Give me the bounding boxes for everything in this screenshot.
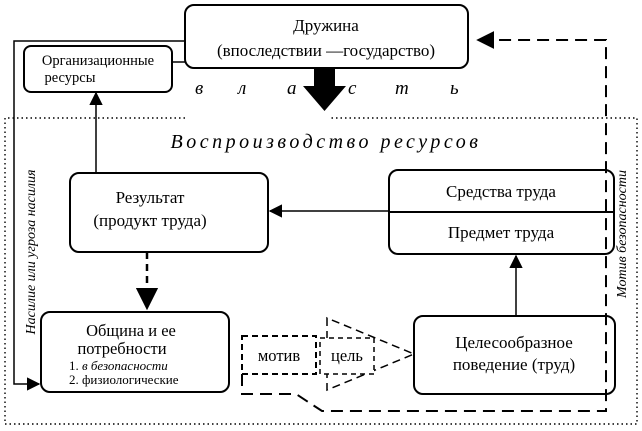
- result-title: Результат: [116, 188, 185, 207]
- violence-line: [13, 40, 185, 391]
- result-box: [69, 172, 269, 253]
- reproduction-frame: [4, 117, 638, 425]
- community-subtitle: потребности: [77, 339, 166, 358]
- druzhina-title: Дружина: [293, 16, 359, 35]
- motive-label: мотив: [258, 346, 301, 365]
- goal-box: [319, 337, 375, 375]
- security-feedback-path: [241, 31, 607, 412]
- means-of-labor: Средства труда: [446, 182, 556, 201]
- behavior-box: [413, 315, 616, 395]
- community-need-1: 1. в безопасности: [69, 358, 168, 373]
- vlast-letter-3: а: [287, 78, 297, 99]
- druzhina-subtitle: (впоследствии —государство): [217, 41, 435, 60]
- org-resources-line1: Организационные: [42, 53, 154, 69]
- community-box: [40, 311, 230, 393]
- result-subtitle: (продукт труда): [93, 211, 206, 230]
- community-need-2: 2. физиологические: [69, 372, 179, 387]
- community-title: Община и ее: [86, 321, 176, 340]
- vlast-letter-2: л: [237, 78, 246, 99]
- reproduction-title: Воспроизводство ресурсов: [171, 131, 482, 153]
- goal-label: цель: [331, 346, 363, 365]
- vlast-letter-4: с: [348, 78, 357, 99]
- violence-label: Насилие или угроза насилия: [24, 170, 39, 336]
- vlast-letter-6: ь: [450, 78, 459, 99]
- power-down-arrow: [303, 68, 346, 111]
- org-resources-line2: ресурсы: [45, 70, 96, 86]
- behavior-title: Целесообразное: [455, 333, 573, 352]
- vlast-letter-1: в: [195, 78, 203, 99]
- motive-box: [241, 335, 317, 375]
- behavior-subtitle: поведение (труд): [453, 355, 575, 374]
- object-of-labor: Предмет труда: [448, 223, 555, 242]
- security-motive-label: Мотив безопасности: [615, 170, 630, 299]
- vlast-letter-5: т: [395, 78, 409, 99]
